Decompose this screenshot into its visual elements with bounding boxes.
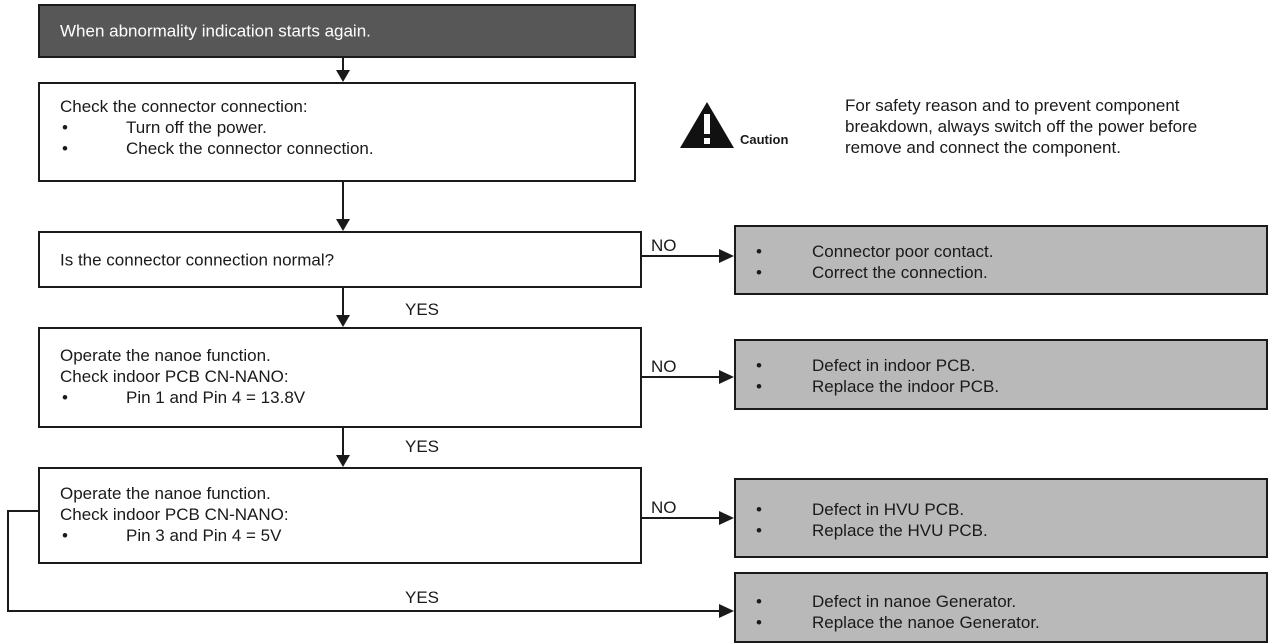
check-connector-bullet-2: •Check the connector connection. xyxy=(62,139,374,158)
no-label-1: NO xyxy=(651,236,677,255)
check-connector-title: Check the connector connection: xyxy=(60,97,308,116)
arrowhead-right xyxy=(719,604,734,618)
yes-label-1: YES xyxy=(405,300,440,319)
warning-triangle-icon xyxy=(680,102,734,148)
question-connector-normal-text: Is the connector connection normal? xyxy=(60,250,335,269)
caution-sign: Caution xyxy=(676,100,826,150)
step-2-line-1: Operate the nanoe function. xyxy=(60,346,271,365)
result-2-bullet-1: •Defect in indoor PCB. xyxy=(756,356,976,375)
result-3-bullet-2: •Replace the HVU PCB. xyxy=(756,521,988,540)
caution-label: Caution xyxy=(740,132,789,147)
result-3-bullet-1: •Defect in HVU PCB. xyxy=(756,500,965,519)
start-box: When abnormality indication starts again… xyxy=(38,4,636,58)
arrowhead-down xyxy=(336,219,350,231)
arrowhead-right xyxy=(719,370,734,384)
start-box-text: When abnormality indication starts again… xyxy=(60,21,371,41)
check-connector-bullet-1: •Turn off the power. xyxy=(62,118,267,137)
step-3-bullet: •Pin 3 and Pin 4 = 5V xyxy=(62,526,282,545)
arrowhead-down xyxy=(336,70,350,82)
result-1-bullet-1: •Connector poor contact. xyxy=(756,242,994,261)
step-3-line-1: Operate the nanoe function. xyxy=(60,484,271,503)
no-label-2: NO xyxy=(651,357,677,376)
step-2-bullet: •Pin 1 and Pin 4 = 13.8V xyxy=(62,388,306,407)
arrowhead-down xyxy=(336,455,350,467)
result-defect-indoor-pcb: •Defect in indoor PCB. •Replace the indo… xyxy=(734,339,1268,410)
step-2-line-2: Check indoor PCB CN-NANO: xyxy=(60,367,289,386)
no-label-3: NO xyxy=(651,498,677,517)
result-defect-hvu-pcb: •Defect in HVU PCB. •Replace the HVU PCB… xyxy=(734,478,1268,558)
step-check-pin1-pin4: Operate the nanoe function. Check indoor… xyxy=(38,327,642,428)
check-connector-box: Check the connector connection: •Turn of… xyxy=(38,82,636,182)
result-1-bullet-2: •Correct the connection. xyxy=(756,263,988,282)
result-connector-poor-contact: •Connector poor contact. •Correct the co… xyxy=(734,225,1268,295)
question-connector-normal: Is the connector connection normal? xyxy=(38,231,642,288)
result-2-bullet-2: •Replace the indoor PCB. xyxy=(756,377,1000,396)
step-check-pin3-pin4: Operate the nanoe function. Check indoor… xyxy=(38,467,642,564)
arrowhead-right xyxy=(719,249,734,263)
step-3-line-2: Check indoor PCB CN-NANO: xyxy=(60,505,289,524)
yes-label-2: YES xyxy=(405,437,440,456)
result-defect-nanoe-generator: •Defect in nanoe Generator. •Replace the… xyxy=(734,572,1268,643)
result-4-bullet-1: •Defect in nanoe Generator. xyxy=(756,592,1017,611)
caution-text: For safety reason and to prevent compone… xyxy=(845,96,1198,157)
arrowhead-down xyxy=(336,315,350,327)
yes-label-3: YES xyxy=(405,588,440,607)
result-4-bullet-2: •Replace the nanoe Generator. xyxy=(756,613,1040,632)
arrowhead-right xyxy=(719,511,734,525)
